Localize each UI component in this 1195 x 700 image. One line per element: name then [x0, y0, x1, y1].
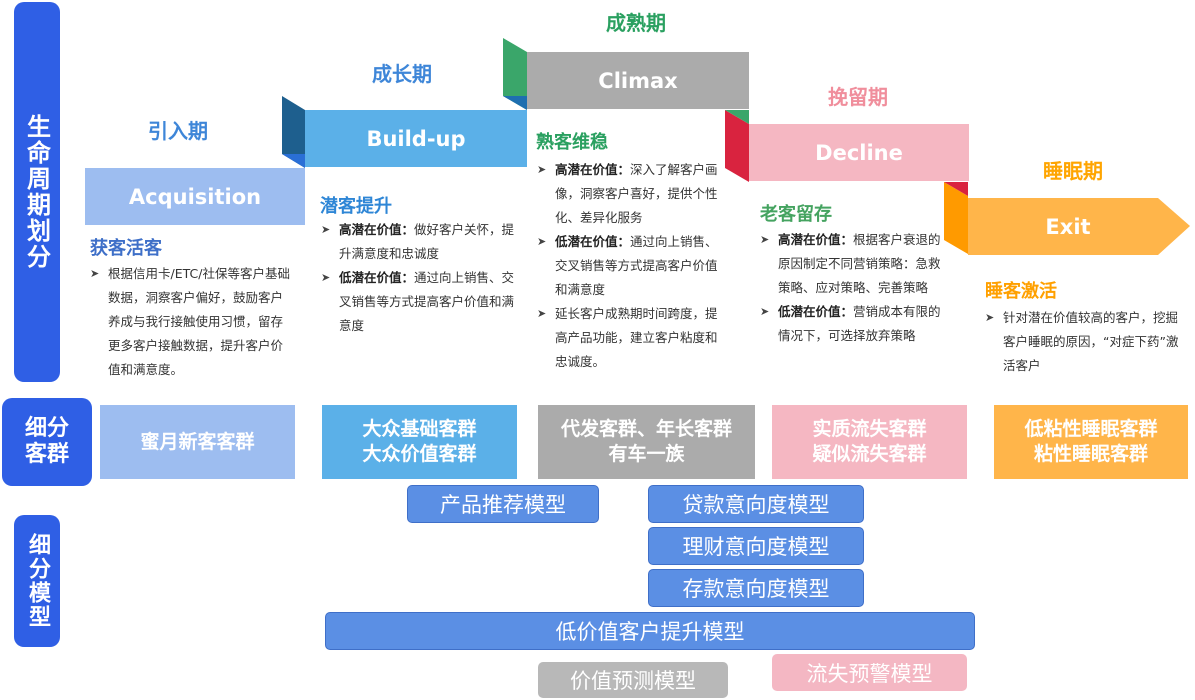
bullet-marker-icon: ➤ — [321, 271, 331, 284]
connector-climax-decline — [725, 110, 749, 182]
exit-arrow-band — [968, 198, 1190, 255]
subtitle-decline: 老客留存 — [760, 204, 832, 225]
bullet-item: ➤高潜在价值：深入了解客户画像，洞察客户喜好，提供个性化、差异化服务 — [537, 158, 727, 230]
model-low-value-upgrade: 低价值客户提升模型 — [325, 612, 975, 650]
subtitle-acquisition: 获客活客 — [90, 238, 162, 259]
bullet-item: ➤高潜在价值：根据客户衰退的原因制定不同营销策略：急救策略、应对策略、完善策略 — [760, 228, 945, 300]
stage-title-climax: 成熟期 — [606, 11, 666, 35]
staircase-connectors — [282, 38, 1190, 255]
subtitle-climax: 熟客维稳 — [536, 132, 608, 153]
bullet-marker-icon: ➤ — [90, 267, 100, 280]
segment-climax: 代发客群、年长客群 有车一族 — [538, 405, 755, 479]
segment-label: 细分 客群 — [2, 398, 92, 486]
connector-acq-build — [282, 96, 305, 168]
stage-title-decline: 挽留期 — [828, 85, 888, 109]
bullet-marker-icon: ➤ — [760, 233, 770, 246]
segment-acquisition: 蜜月新客客群 — [100, 405, 295, 479]
connector-build-climax-tip — [503, 96, 527, 110]
connector-build-climax — [503, 38, 527, 110]
bullet-item: ➤低潜在价值：营销成本有限的情况下，可选择放弃策略 — [760, 300, 945, 348]
model-product-recommend: 产品推荐模型 — [407, 485, 599, 523]
lifecycle-label: 生命周期划分 — [14, 2, 60, 382]
stage-title-acquisition: 引入期 — [148, 119, 208, 143]
bullets-buildup: ➤高潜在价值：做好客户关怀，提升满意度和忠诚度 ➤低潜在价值：通过向上销售、交叉… — [321, 218, 519, 338]
bullet-marker-icon: ➤ — [321, 223, 331, 236]
connector-climax-decline-tip — [725, 110, 749, 124]
bullet-item: ➤低潜在价值：通过向上销售、交叉销售等方式提高客户价值和满意度 — [321, 266, 519, 338]
bullet-marker-icon: ➤ — [537, 163, 547, 176]
band-acquisition: Acquisition — [85, 168, 305, 225]
bullets-decline: ➤高潜在价值：根据客户衰退的原因制定不同营销策略：急救策略、应对策略、完善策略 … — [760, 228, 945, 348]
model-churn-warning: 流失预警模型 — [772, 654, 967, 691]
subtitle-buildup: 潜客提升 — [320, 196, 392, 217]
stage-title-exit: 睡眠期 — [1043, 159, 1103, 183]
stage-title-buildup: 成长期 — [372, 62, 432, 86]
bullets-climax: ➤高潜在价值：深入了解客户画像，洞察客户喜好，提供个性化、差异化服务 ➤低潜在价… — [537, 158, 727, 374]
bullet-marker-icon: ➤ — [760, 305, 770, 318]
segment-label-text: 细分 客群 — [24, 416, 69, 467]
bullet-item: ➤延长客户成熟期时间跨度，提高产品功能，建立客户粘度和忠诚度。 — [537, 302, 727, 374]
subtitle-exit: 睡客激活 — [985, 281, 1057, 302]
connector-decline-exit-tip — [944, 182, 968, 196]
bullet-marker-icon: ➤ — [537, 307, 547, 320]
bullet-item: ➤根据信用卡/ETC/社保等客户基础数据，洞察客户偏好，鼓励客户养成与我行接触使… — [90, 262, 295, 382]
model-wealth-intent: 理财意向度模型 — [648, 527, 864, 565]
bullet-marker-icon: ➤ — [985, 311, 995, 324]
band-decline: Decline — [749, 124, 969, 181]
bullet-marker-icon: ➤ — [537, 235, 547, 248]
bullets-acquisition: ➤根据信用卡/ETC/社保等客户基础数据，洞察客户偏好，鼓励客户养成与我行接触使… — [90, 262, 295, 382]
model-value-predict: 价值预测模型 — [538, 662, 728, 698]
segment-buildup: 大众基础客群 大众价值客群 — [322, 405, 517, 479]
model-label-text: 细分模型 — [25, 533, 50, 629]
connector-decline-exit — [944, 182, 968, 254]
model-loan-intent: 贷款意向度模型 — [648, 485, 864, 523]
bullet-item: ➤低潜在价值：通过向上销售、交叉销售等方式提高客户价值和满意度 — [537, 230, 727, 302]
segment-decline: 实质流失客群 疑似流失客群 — [772, 405, 967, 479]
band-climax: Climax — [527, 52, 749, 109]
bullet-item: ➤针对潜在价值较高的客户，挖掘客户睡眠的原因，“对症下药”激活客户 — [985, 306, 1183, 378]
connector-acq-build-tip — [282, 154, 305, 168]
bullets-exit: ➤针对潜在价值较高的客户，挖掘客户睡眠的原因，“对症下药”激活客户 — [985, 306, 1183, 378]
segment-exit: 低粘性睡眠客群 粘性睡眠客群 — [994, 405, 1188, 479]
band-buildup: Build-up — [305, 110, 527, 167]
bullet-item: ➤高潜在价值：做好客户关怀，提升满意度和忠诚度 — [321, 218, 519, 266]
model-label: 细分模型 — [14, 515, 60, 647]
model-deposit-intent: 存款意向度模型 — [648, 569, 864, 607]
lifecycle-label-text: 生命周期划分 — [22, 114, 51, 270]
band-exit: Exit — [1045, 214, 1091, 239]
